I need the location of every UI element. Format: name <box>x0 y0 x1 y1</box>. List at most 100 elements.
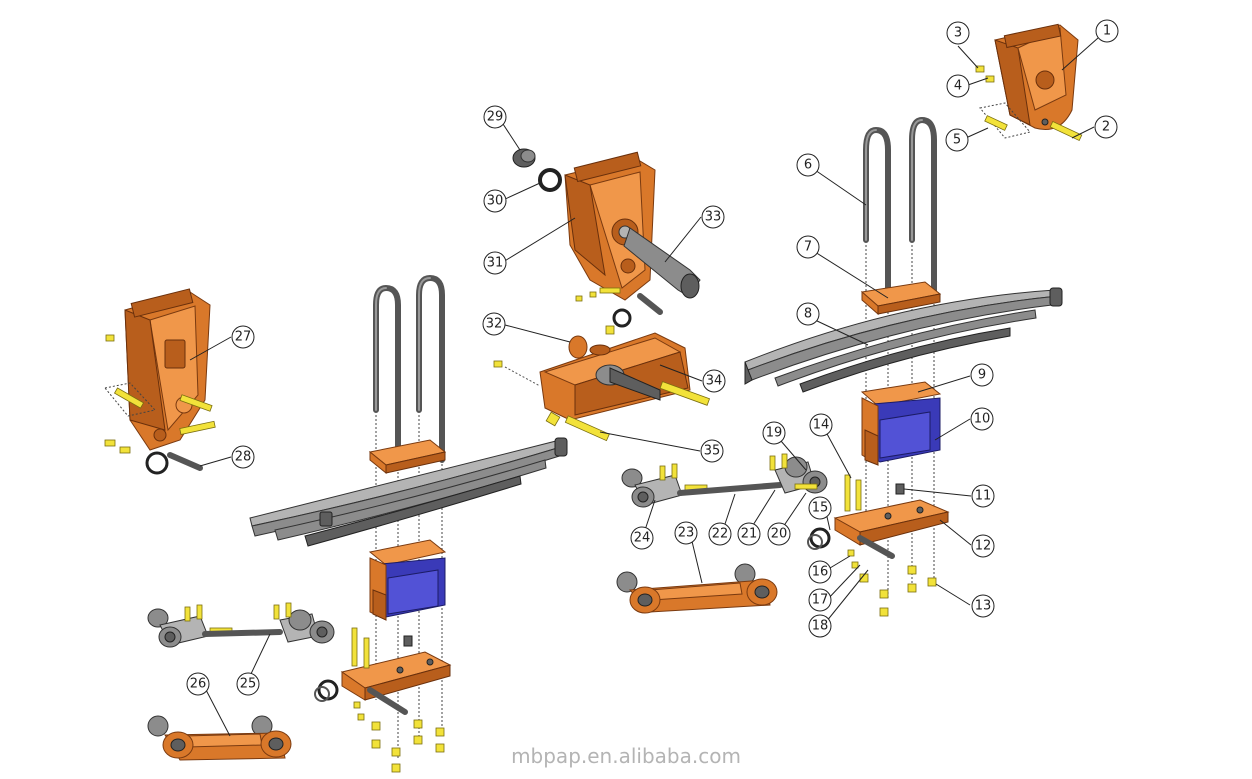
nuts-right <box>847 549 937 617</box>
svg-text:20: 20 <box>771 527 788 542</box>
axle-seat-right <box>833 499 950 546</box>
svg-text:14: 14 <box>813 418 830 433</box>
clamp-bolts-left <box>351 627 370 669</box>
svg-text:1: 1 <box>1103 24 1111 39</box>
svg-text:9: 9 <box>978 368 986 383</box>
svg-text:5: 5 <box>953 133 961 148</box>
callout-28: 28 <box>231 445 255 469</box>
svg-text:19: 19 <box>766 426 783 441</box>
callout-9: 9 <box>970 363 994 387</box>
svg-text:35: 35 <box>704 444 721 459</box>
bushing-29 <box>512 148 536 168</box>
bump-stop-right <box>860 381 942 466</box>
svg-text:27: 27 <box>235 330 252 345</box>
svg-text:31: 31 <box>487 256 504 271</box>
svg-text:25: 25 <box>240 677 257 692</box>
rear-hanger-bolts <box>104 334 216 454</box>
hanger-bolt <box>1049 120 1083 142</box>
svg-text:15: 15 <box>812 501 829 516</box>
svg-text:28: 28 <box>235 450 252 465</box>
callout-31: 31 <box>483 251 507 275</box>
axle-seat-left <box>340 651 452 701</box>
leader-lines <box>189 37 1099 737</box>
callout-27: 27 <box>231 325 255 349</box>
callout-12: 12 <box>971 534 995 558</box>
rear-hanger-clamp <box>145 451 203 475</box>
callout-6: 6 <box>796 153 820 177</box>
svg-text:7: 7 <box>804 240 812 255</box>
callout-15: 15 <box>808 496 832 520</box>
callout-25: 25 <box>236 672 260 696</box>
shock-pin-right <box>857 535 895 559</box>
svg-text:3: 3 <box>954 26 962 41</box>
front-hanger-assembly <box>975 23 1083 142</box>
callout-1: 1 <box>1095 19 1119 43</box>
svg-text:26: 26 <box>190 677 207 692</box>
svg-text:29: 29 <box>487 110 504 125</box>
u-bolts-left <box>373 274 445 463</box>
svg-text:11: 11 <box>975 489 992 504</box>
center-bolt-block-left <box>403 635 413 647</box>
leaf-spring-left <box>249 437 568 547</box>
svg-text:4: 4 <box>954 79 962 94</box>
shackle-clamp-right <box>807 527 831 550</box>
svg-text:2: 2 <box>1102 120 1110 135</box>
callout-18: 18 <box>808 614 832 638</box>
bushing-ring-30 <box>538 168 562 192</box>
rod-bolts-right <box>769 453 818 490</box>
callout-34: 34 <box>702 369 726 393</box>
bump-stop-left <box>368 539 447 621</box>
svg-text:33: 33 <box>705 210 722 225</box>
rear-hanger-assembly <box>104 288 216 475</box>
callout-32: 32 <box>482 312 506 336</box>
left-axle-assembly <box>249 274 568 773</box>
callout-19: 19 <box>762 421 786 445</box>
svg-text:30: 30 <box>487 194 504 209</box>
callout-7: 7 <box>796 235 820 259</box>
bushing-32 <box>568 325 615 359</box>
svg-text:12: 12 <box>975 539 992 554</box>
shackle-clamp-left <box>314 679 339 702</box>
callout-23: 23 <box>674 521 698 545</box>
callout-14: 14 <box>809 413 833 437</box>
svg-text:8: 8 <box>804 307 812 322</box>
svg-text:32: 32 <box>486 317 503 332</box>
callout-33: 33 <box>701 205 725 229</box>
right-axle-assembly <box>744 116 1063 617</box>
callout-26: 26 <box>186 672 210 696</box>
hanger-nut <box>985 75 995 83</box>
torque-rod-fixed-26 <box>147 715 292 761</box>
rear-hanger-guide <box>104 382 156 417</box>
callout-10: 10 <box>970 407 994 431</box>
callout-35: 35 <box>700 439 724 463</box>
callout-29: 29 <box>483 105 507 129</box>
callout-24: 24 <box>630 526 654 550</box>
svg-text:23: 23 <box>678 526 695 541</box>
callout-20: 20 <box>767 522 791 546</box>
torque-rod-fixed-23 <box>616 563 778 614</box>
clamp-bolts-right <box>844 474 862 512</box>
callout-22: 22 <box>708 522 732 546</box>
hanger-bolt-guide <box>979 102 1031 139</box>
svg-text:10: 10 <box>974 412 991 427</box>
equalizer-hanger-assembly <box>493 148 711 442</box>
svg-text:17: 17 <box>812 593 829 608</box>
shock-pin-left <box>367 687 408 715</box>
rod-tube-22 <box>677 482 783 496</box>
callout-11: 11 <box>971 484 995 508</box>
svg-text:18: 18 <box>812 619 829 634</box>
svg-text:13: 13 <box>975 599 992 614</box>
callout-3: 3 <box>946 21 970 45</box>
svg-text:21: 21 <box>741 527 758 542</box>
equalizer-beam-34 <box>539 332 691 421</box>
nuts-left <box>353 701 445 773</box>
svg-text:22: 22 <box>712 527 729 542</box>
center-hanger-bracket <box>564 151 656 301</box>
callout-30: 30 <box>483 189 507 213</box>
callout-2: 2 <box>1094 115 1118 139</box>
spring-seat-top-left <box>368 439 447 475</box>
callout-13: 13 <box>971 594 995 618</box>
svg-text:16: 16 <box>812 565 829 580</box>
torque-rod-adjustable-right <box>621 453 828 508</box>
